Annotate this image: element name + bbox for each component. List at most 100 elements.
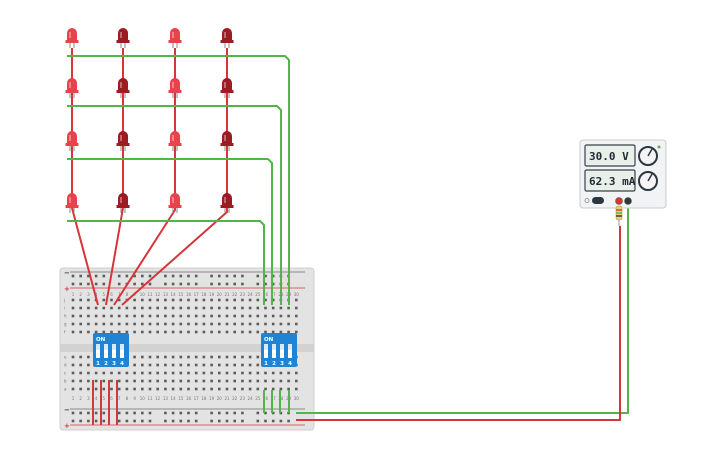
breadboard-hole[interactable] [141, 355, 144, 359]
breadboard-holes[interactable]: 1122334455667788991010111112121313141415… [63, 274, 299, 423]
breadboard-hole[interactable] [194, 363, 198, 367]
led-r2-c3[interactable] [170, 78, 180, 90]
breadboard-hole[interactable] [187, 330, 190, 334]
rail-hole[interactable] [79, 282, 82, 286]
breadboard-hole[interactable] [141, 298, 144, 302]
breadboard-hole[interactable] [241, 355, 244, 359]
breadboard-hole[interactable] [71, 363, 75, 367]
breadboard-hole[interactable] [179, 387, 183, 391]
breadboard-hole[interactable] [148, 379, 152, 383]
breadboard-hole[interactable] [248, 371, 252, 375]
breadboard-hole[interactable] [79, 298, 82, 302]
breadboard-hole[interactable] [202, 371, 206, 375]
breadboard-hole[interactable] [287, 330, 290, 334]
breadboard-hole[interactable] [287, 322, 290, 326]
led-r3-c2[interactable] [118, 131, 128, 143]
breadboard-hole[interactable] [218, 363, 221, 367]
breadboard-hole[interactable] [225, 298, 229, 302]
rail-hole[interactable] [133, 411, 136, 415]
breadboard-hole[interactable] [202, 355, 206, 359]
breadboard-hole[interactable] [125, 330, 129, 334]
breadboard-hole[interactable] [125, 322, 129, 326]
rail-hole[interactable] [148, 419, 152, 423]
rail-hole[interactable] [117, 419, 121, 423]
rail-hole[interactable] [233, 274, 236, 278]
breadboard-hole[interactable] [164, 306, 167, 310]
rail-hole[interactable] [94, 274, 98, 278]
breadboard-hole[interactable] [264, 322, 267, 326]
rail-hole[interactable] [264, 282, 267, 286]
breadboard-hole[interactable] [218, 371, 221, 375]
rail-hole[interactable] [117, 274, 121, 278]
breadboard-hole[interactable] [179, 314, 183, 318]
led-r1-c4[interactable] [222, 28, 232, 40]
breadboard-hole[interactable] [87, 306, 90, 310]
breadboard-hole[interactable] [141, 314, 144, 318]
breadboard-hole[interactable] [225, 371, 229, 375]
breadboard-hole[interactable] [79, 371, 82, 375]
breadboard-hole[interactable] [279, 371, 283, 375]
breadboard-hole[interactable] [164, 314, 167, 318]
breadboard-hole[interactable] [164, 387, 167, 391]
breadboard-hole[interactable] [71, 371, 75, 375]
breadboard-hole[interactable] [248, 306, 252, 310]
dip-toggle-2[interactable] [104, 344, 108, 358]
rail-hole[interactable] [71, 274, 75, 278]
rail-hole[interactable] [210, 274, 213, 278]
breadboard-hole[interactable] [241, 314, 244, 318]
rail-hole[interactable] [164, 419, 167, 423]
rail-hole[interactable] [194, 411, 198, 415]
rail-hole[interactable] [187, 419, 190, 423]
breadboard-hole[interactable] [264, 379, 267, 383]
breadboard-hole[interactable] [156, 314, 159, 318]
breadboard-hole[interactable] [156, 298, 159, 302]
breadboard-hole[interactable] [233, 330, 236, 334]
rail-hole[interactable] [287, 419, 290, 423]
rail-hole[interactable] [141, 411, 144, 415]
breadboard-hole[interactable] [133, 355, 136, 359]
breadboard-hole[interactable] [87, 314, 90, 318]
breadboard-hole[interactable] [179, 306, 183, 310]
breadboard-hole[interactable] [256, 379, 260, 383]
breadboard-hole[interactable] [248, 322, 252, 326]
breadboard-hole[interactable] [171, 379, 175, 383]
breadboard-hole[interactable] [194, 306, 198, 310]
breadboard-hole[interactable] [233, 298, 236, 302]
breadboard-hole[interactable] [271, 330, 275, 334]
rail-hole[interactable] [225, 411, 229, 415]
rail-hole[interactable] [218, 282, 221, 286]
breadboard-hole[interactable] [117, 306, 121, 310]
breadboard-hole[interactable] [233, 387, 236, 391]
breadboard-hole[interactable] [287, 371, 290, 375]
breadboard-hole[interactable] [87, 322, 90, 326]
breadboard-hole[interactable] [110, 387, 113, 391]
rail-hole[interactable] [179, 411, 183, 415]
dip-switch-body[interactable] [261, 333, 297, 367]
breadboard-hole[interactable] [117, 330, 121, 334]
breadboard-hole[interactable] [110, 306, 113, 310]
rail-hole[interactable] [71, 419, 75, 423]
breadboard-hole[interactable] [295, 371, 298, 375]
breadboard-hole[interactable] [248, 355, 252, 359]
rail-hole[interactable] [133, 282, 136, 286]
rail-hole[interactable] [179, 282, 183, 286]
breadboard-hole[interactable] [187, 314, 190, 318]
breadboard-hole[interactable] [233, 322, 236, 326]
breadboard-hole[interactable] [133, 298, 136, 302]
rail-hole[interactable] [271, 411, 275, 415]
breadboard-hole[interactable] [179, 379, 183, 383]
breadboard-hole[interactable] [148, 355, 152, 359]
breadboard-hole[interactable] [210, 379, 213, 383]
breadboard-hole[interactable] [141, 322, 144, 326]
breadboard-hole[interactable] [141, 306, 144, 310]
breadboard-hole[interactable] [102, 379, 106, 383]
breadboard-hole[interactable] [79, 387, 82, 391]
rail-hole[interactable] [225, 419, 229, 423]
rail-hole[interactable] [171, 419, 175, 423]
breadboard-hole[interactable] [241, 363, 244, 367]
breadboard-hole[interactable] [187, 379, 190, 383]
positive-terminal[interactable] [615, 197, 623, 205]
dip-toggle-4[interactable] [120, 344, 124, 358]
breadboard-hole[interactable] [279, 379, 283, 383]
breadboard-hole[interactable] [71, 314, 75, 318]
